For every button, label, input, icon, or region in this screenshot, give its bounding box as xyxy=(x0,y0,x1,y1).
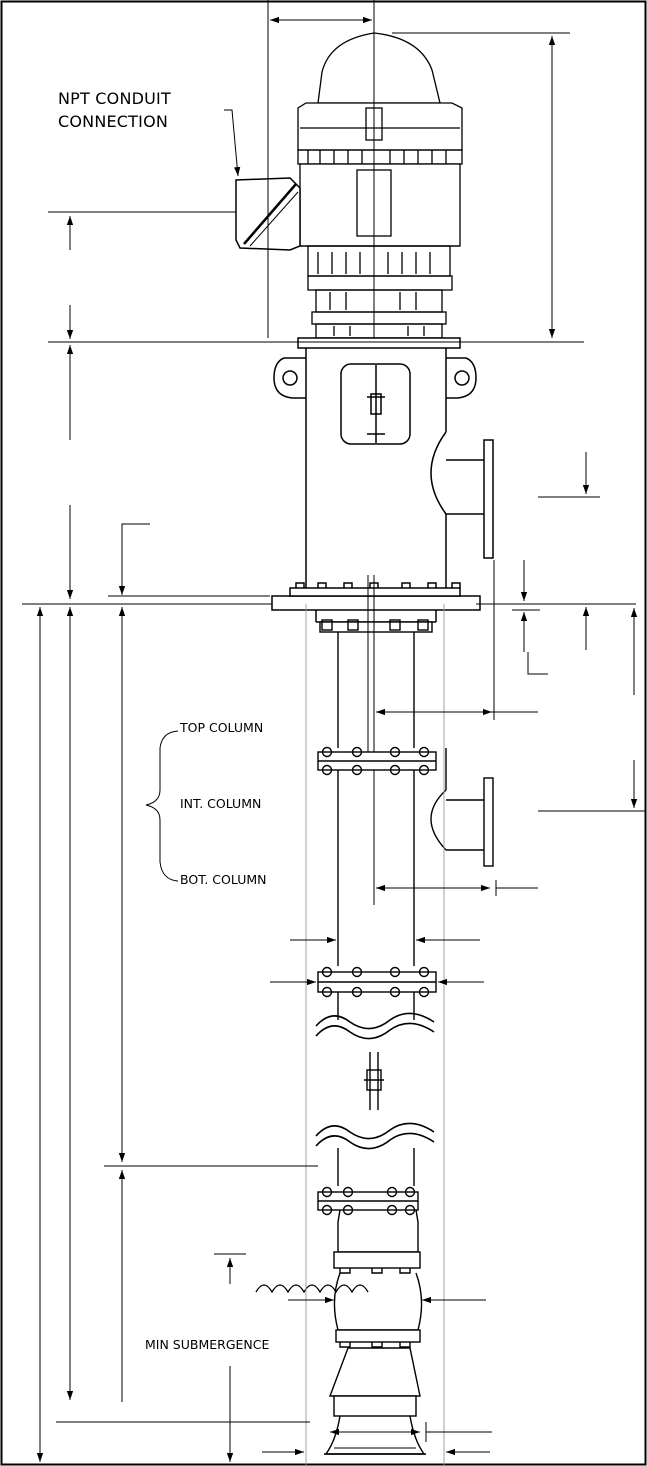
column-assembly xyxy=(315,575,494,1216)
conduit-label-line2: CONNECTION xyxy=(58,112,169,131)
bot-column-label: BOT. COLUMN xyxy=(180,872,267,887)
discharge-head xyxy=(271,337,494,623)
int-column-label: INT. COLUMN xyxy=(180,796,262,811)
min-submergence-label: MIN SUBMERGENCE xyxy=(145,1337,270,1352)
motor xyxy=(297,32,463,339)
well-casing xyxy=(305,604,445,1466)
water-surface xyxy=(255,1284,369,1294)
top-column-label: TOP COLUMN xyxy=(180,720,264,735)
bowl-assembly xyxy=(324,1209,426,1455)
conduit-label-line1: NPT CONDUIT xyxy=(58,89,171,108)
dimension-lines xyxy=(22,0,646,1462)
